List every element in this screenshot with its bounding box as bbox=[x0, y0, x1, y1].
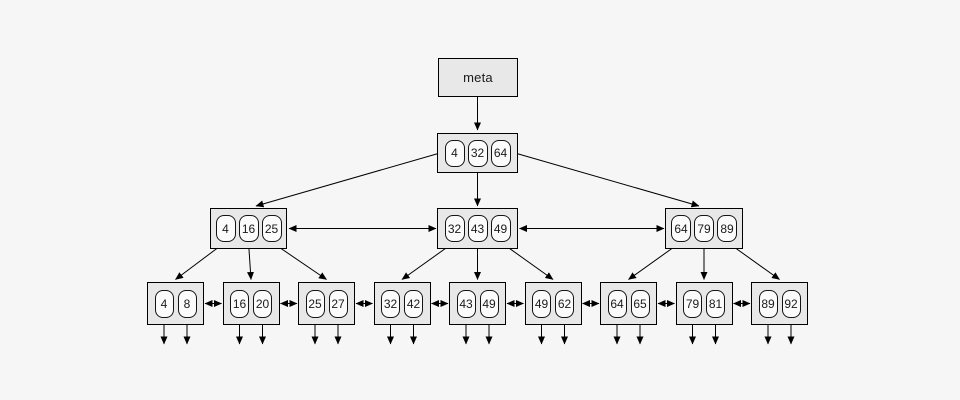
key: 27 bbox=[328, 289, 348, 318]
key: 49 bbox=[479, 289, 499, 318]
key: 64 bbox=[671, 215, 691, 242]
internal-node-0: 4 16 25 bbox=[210, 208, 287, 249]
key: 65 bbox=[630, 289, 650, 318]
internal-node-1: 32 43 49 bbox=[437, 208, 518, 249]
key: 79 bbox=[683, 289, 702, 318]
key: 4 bbox=[154, 289, 174, 318]
meta-node: meta bbox=[438, 58, 518, 97]
key: 64 bbox=[490, 139, 511, 167]
key: 16 bbox=[238, 215, 259, 242]
key: 4 bbox=[215, 215, 236, 242]
key: 4 bbox=[444, 139, 465, 167]
key: 49 bbox=[532, 289, 551, 318]
edge bbox=[514, 152, 700, 208]
leaf-node-1: 16 20 bbox=[222, 282, 280, 325]
key: 43 bbox=[456, 289, 476, 318]
key: 20 bbox=[253, 289, 272, 318]
key: 81 bbox=[706, 289, 725, 318]
key: 79 bbox=[694, 215, 714, 242]
meta-label: meta bbox=[463, 70, 493, 85]
internal-node-2: 64 79 89 bbox=[665, 208, 743, 249]
key: 89 bbox=[758, 289, 778, 318]
key: 32 bbox=[467, 139, 488, 167]
edge bbox=[255, 152, 441, 208]
key: 62 bbox=[555, 289, 574, 318]
leaf-node-7: 79 81 bbox=[675, 282, 733, 325]
leaf-node-8: 89 92 bbox=[751, 282, 808, 325]
key: 92 bbox=[781, 289, 801, 318]
key: 32 bbox=[444, 215, 465, 242]
leaf-node-3: 32 42 bbox=[373, 282, 431, 325]
key: 43 bbox=[467, 215, 488, 242]
key: 25 bbox=[261, 215, 282, 242]
key: 8 bbox=[177, 289, 197, 318]
key: 64 bbox=[607, 289, 627, 318]
sibling-link-edges bbox=[204, 225, 751, 307]
leaf-node-0: 4 8 bbox=[147, 282, 204, 325]
key: 16 bbox=[230, 289, 249, 318]
key: 89 bbox=[717, 215, 737, 242]
parent-child-edges bbox=[175, 97, 780, 280]
leaf-node-2: 25 27 bbox=[298, 282, 355, 325]
leaf-node-4: 43 49 bbox=[449, 282, 506, 325]
root-node: 4 32 64 bbox=[437, 133, 518, 173]
key: 49 bbox=[490, 215, 511, 242]
leaf-node-6: 64 65 bbox=[600, 282, 657, 325]
key: 42 bbox=[404, 289, 423, 318]
key: 32 bbox=[381, 289, 400, 318]
leaf-node-5: 49 62 bbox=[524, 282, 582, 325]
key: 25 bbox=[305, 289, 325, 318]
